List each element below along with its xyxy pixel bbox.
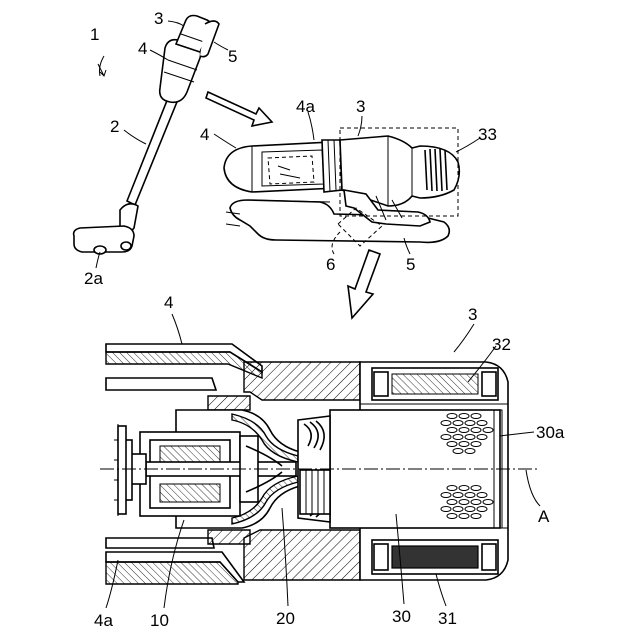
label-5-top: 5 bbox=[228, 47, 237, 66]
label-30a: 30a bbox=[536, 423, 565, 442]
label-20: 20 bbox=[276, 609, 295, 628]
seal-ring-top bbox=[244, 362, 360, 400]
label-4-bottom: 4 bbox=[164, 293, 173, 312]
enlarge-arrow-1 bbox=[206, 92, 272, 126]
label-5-mid: 5 bbox=[406, 255, 415, 274]
label-3-mid: 3 bbox=[356, 97, 365, 116]
enlarged-main-body bbox=[214, 112, 480, 254]
extension-pipe bbox=[127, 88, 181, 205]
dust-cup-ring bbox=[322, 140, 342, 192]
label-1: 1 bbox=[90, 25, 99, 44]
label-4a-bottom: 4a bbox=[94, 611, 113, 630]
label-33: 33 bbox=[478, 125, 497, 144]
label-30: 30 bbox=[392, 607, 411, 626]
label-2a: 2a bbox=[84, 269, 103, 288]
label-32: 32 bbox=[492, 335, 511, 354]
cross-section bbox=[100, 314, 540, 608]
label-10: 10 bbox=[150, 611, 169, 630]
label-4-top: 4 bbox=[138, 39, 147, 58]
label-4a-mid: 4a bbox=[296, 97, 315, 116]
label-4-mid: 4 bbox=[200, 125, 209, 144]
seal-ring-bottom bbox=[244, 530, 360, 580]
label-A: A bbox=[538, 507, 550, 526]
label-3-bottom: 3 bbox=[468, 305, 477, 324]
label-31: 31 bbox=[438, 609, 457, 628]
label-6: 6 bbox=[326, 255, 335, 274]
inner-duct-top bbox=[106, 378, 216, 390]
label-3-top: 3 bbox=[154, 9, 163, 28]
enlarge-arrow-2 bbox=[348, 250, 380, 318]
label-2: 2 bbox=[110, 117, 119, 136]
